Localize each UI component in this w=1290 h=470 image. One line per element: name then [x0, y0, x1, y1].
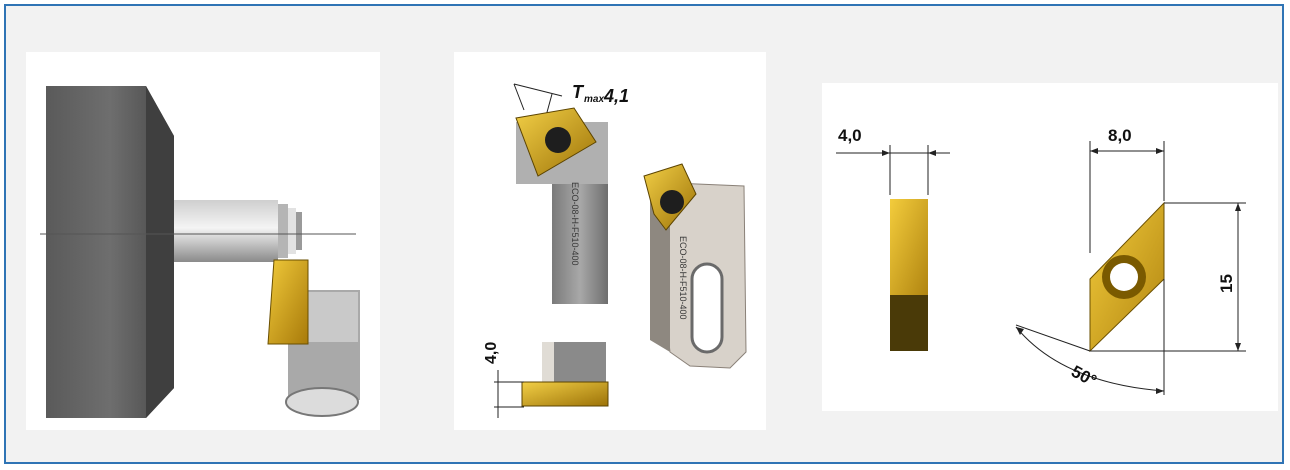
- setup-view-panel: [26, 52, 380, 430]
- insert-screw-front: [545, 127, 571, 153]
- shaft-groove-3: [296, 212, 302, 250]
- figure-frame: T max 4,1 ECO-08-H-F510-400 ECO-08-H-F51…: [4, 4, 1284, 464]
- disc-chamfer: [146, 86, 174, 418]
- setup-view-drawing: [40, 86, 360, 418]
- length-label: 15: [1217, 274, 1236, 293]
- holder-view-drawing: T max 4,1 ECO-08-H-F510-400 ECO-08-H-F51…: [483, 82, 747, 418]
- width-label: 8,0: [1108, 126, 1132, 145]
- thickness-label: 4,0: [838, 126, 862, 145]
- insert-side-top: [890, 199, 928, 297]
- insert-side-bottom: [890, 295, 928, 351]
- insert-end-view: [521, 381, 609, 407]
- insert-hole: [1110, 263, 1138, 291]
- insert-dimensions-drawing: 4,0 8,0 15 50°: [836, 126, 1246, 395]
- workpiece-disc: [46, 86, 174, 418]
- shaft-groove-2: [288, 208, 296, 254]
- holder-view-panel: T max 4,1 ECO-08-H-F510-400 ECO-08-H-F51…: [454, 52, 766, 430]
- angle-arc: [1015, 326, 1165, 392]
- tmax-symbol: T: [572, 82, 585, 102]
- cutting-insert: [267, 259, 309, 345]
- insert-screw-angled: [660, 190, 684, 214]
- tool-holder-face: [308, 292, 358, 342]
- holder-shank-front: [552, 164, 608, 304]
- insert-dimensions-panel: 4,0 8,0 15 50°: [822, 83, 1278, 411]
- angle-label: 50°: [1068, 362, 1100, 391]
- holder-height-label: 4,0: [483, 342, 500, 364]
- workpiece-shaft: [174, 200, 278, 262]
- holder-end-highlight: [542, 342, 554, 382]
- tmax-subscript: max: [584, 94, 604, 105]
- holder-slot: [285, 387, 359, 417]
- holder-slot-angled: [690, 262, 724, 354]
- tmax-value: 4,1: [603, 86, 629, 106]
- shaft-groove-1: [278, 204, 288, 258]
- holder-engraving-front: ECO-08-H-F510-400: [570, 182, 580, 266]
- holder-engraving-angled: ECO-08-H-F510-400: [678, 236, 688, 320]
